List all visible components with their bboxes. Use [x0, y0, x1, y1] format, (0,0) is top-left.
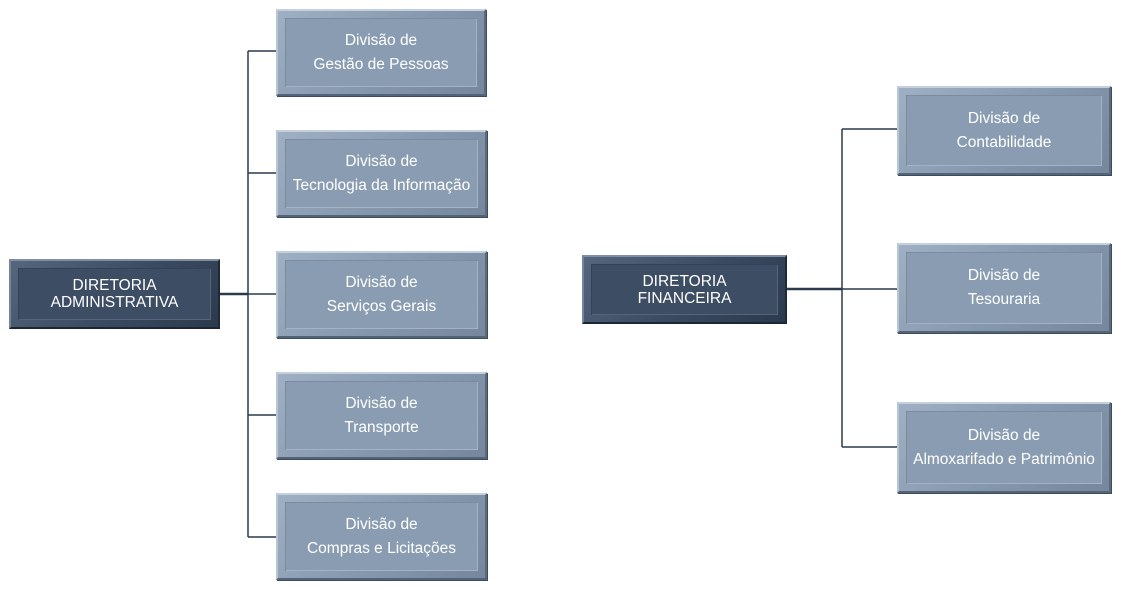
division-label-name: Contabilidade — [956, 133, 1052, 151]
division-label-prefix: Divisão de — [345, 273, 418, 291]
division-label-prefix: Divisão de — [345, 394, 418, 412]
director-administrativa-node: DIRETORIA ADMINISTRATIVA — [9, 259, 220, 329]
director-financeira-node: DIRETORIA FINANCEIRA — [582, 255, 787, 324]
division-label-prefix: Divisão de — [967, 109, 1041, 127]
director-administrativa-line2: ADMINISTRATIVA — [50, 294, 179, 311]
division-label-name: Tesouraria — [967, 291, 1041, 308]
left-connector-group — [219, 50, 277, 538]
division-contabilidade-node: Divisão de Contabilidade — [897, 86, 1111, 175]
director-financeira-line2: FINANCEIRA — [637, 289, 732, 307]
division-label-name: Tecnologia da Informação — [292, 176, 471, 194]
division-label-name: Serviços Gerais — [326, 297, 437, 315]
right-connector-group — [786, 128, 898, 448]
division-label-name: Compras e Licitações — [306, 539, 457, 557]
division-transporte-node: Divisão de Transporte — [276, 372, 487, 459]
division-servicos-gerais-node: Divisão de Serviços Gerais — [276, 251, 487, 338]
division-label-prefix: Divisão de — [345, 515, 418, 533]
division-label-prefix: Divisão de — [344, 31, 418, 49]
division-compras-licitacoes-node: Divisão de Compras e Licitações — [276, 493, 487, 580]
division-label-name: Gestão de Pessoas — [313, 55, 449, 73]
division-label-prefix: Divisão de — [967, 426, 1041, 444]
division-label-name: Transporte — [344, 418, 419, 436]
division-almoxarifado-patrimonio-node: Divisão de Almoxarifado e Patrimônio — [897, 402, 1111, 493]
division-gestao-pessoas-node: Divisão de Gestão de Pessoas — [276, 9, 486, 96]
director-administrativa-line1: DIRETORIA — [72, 277, 157, 294]
division-label-name: Almoxarifado e Patrimônio — [913, 450, 1095, 468]
division-tecnologia-informacao-node: Divisão de Tecnologia da Informação — [276, 130, 487, 217]
division-label-prefix: Divisão de — [967, 267, 1041, 284]
director-financeira-line1: DIRETORIA — [642, 272, 727, 290]
division-tesouraria-node: Divisão de Tesouraria — [897, 243, 1111, 333]
division-label-prefix: Divisão de — [345, 152, 418, 170]
